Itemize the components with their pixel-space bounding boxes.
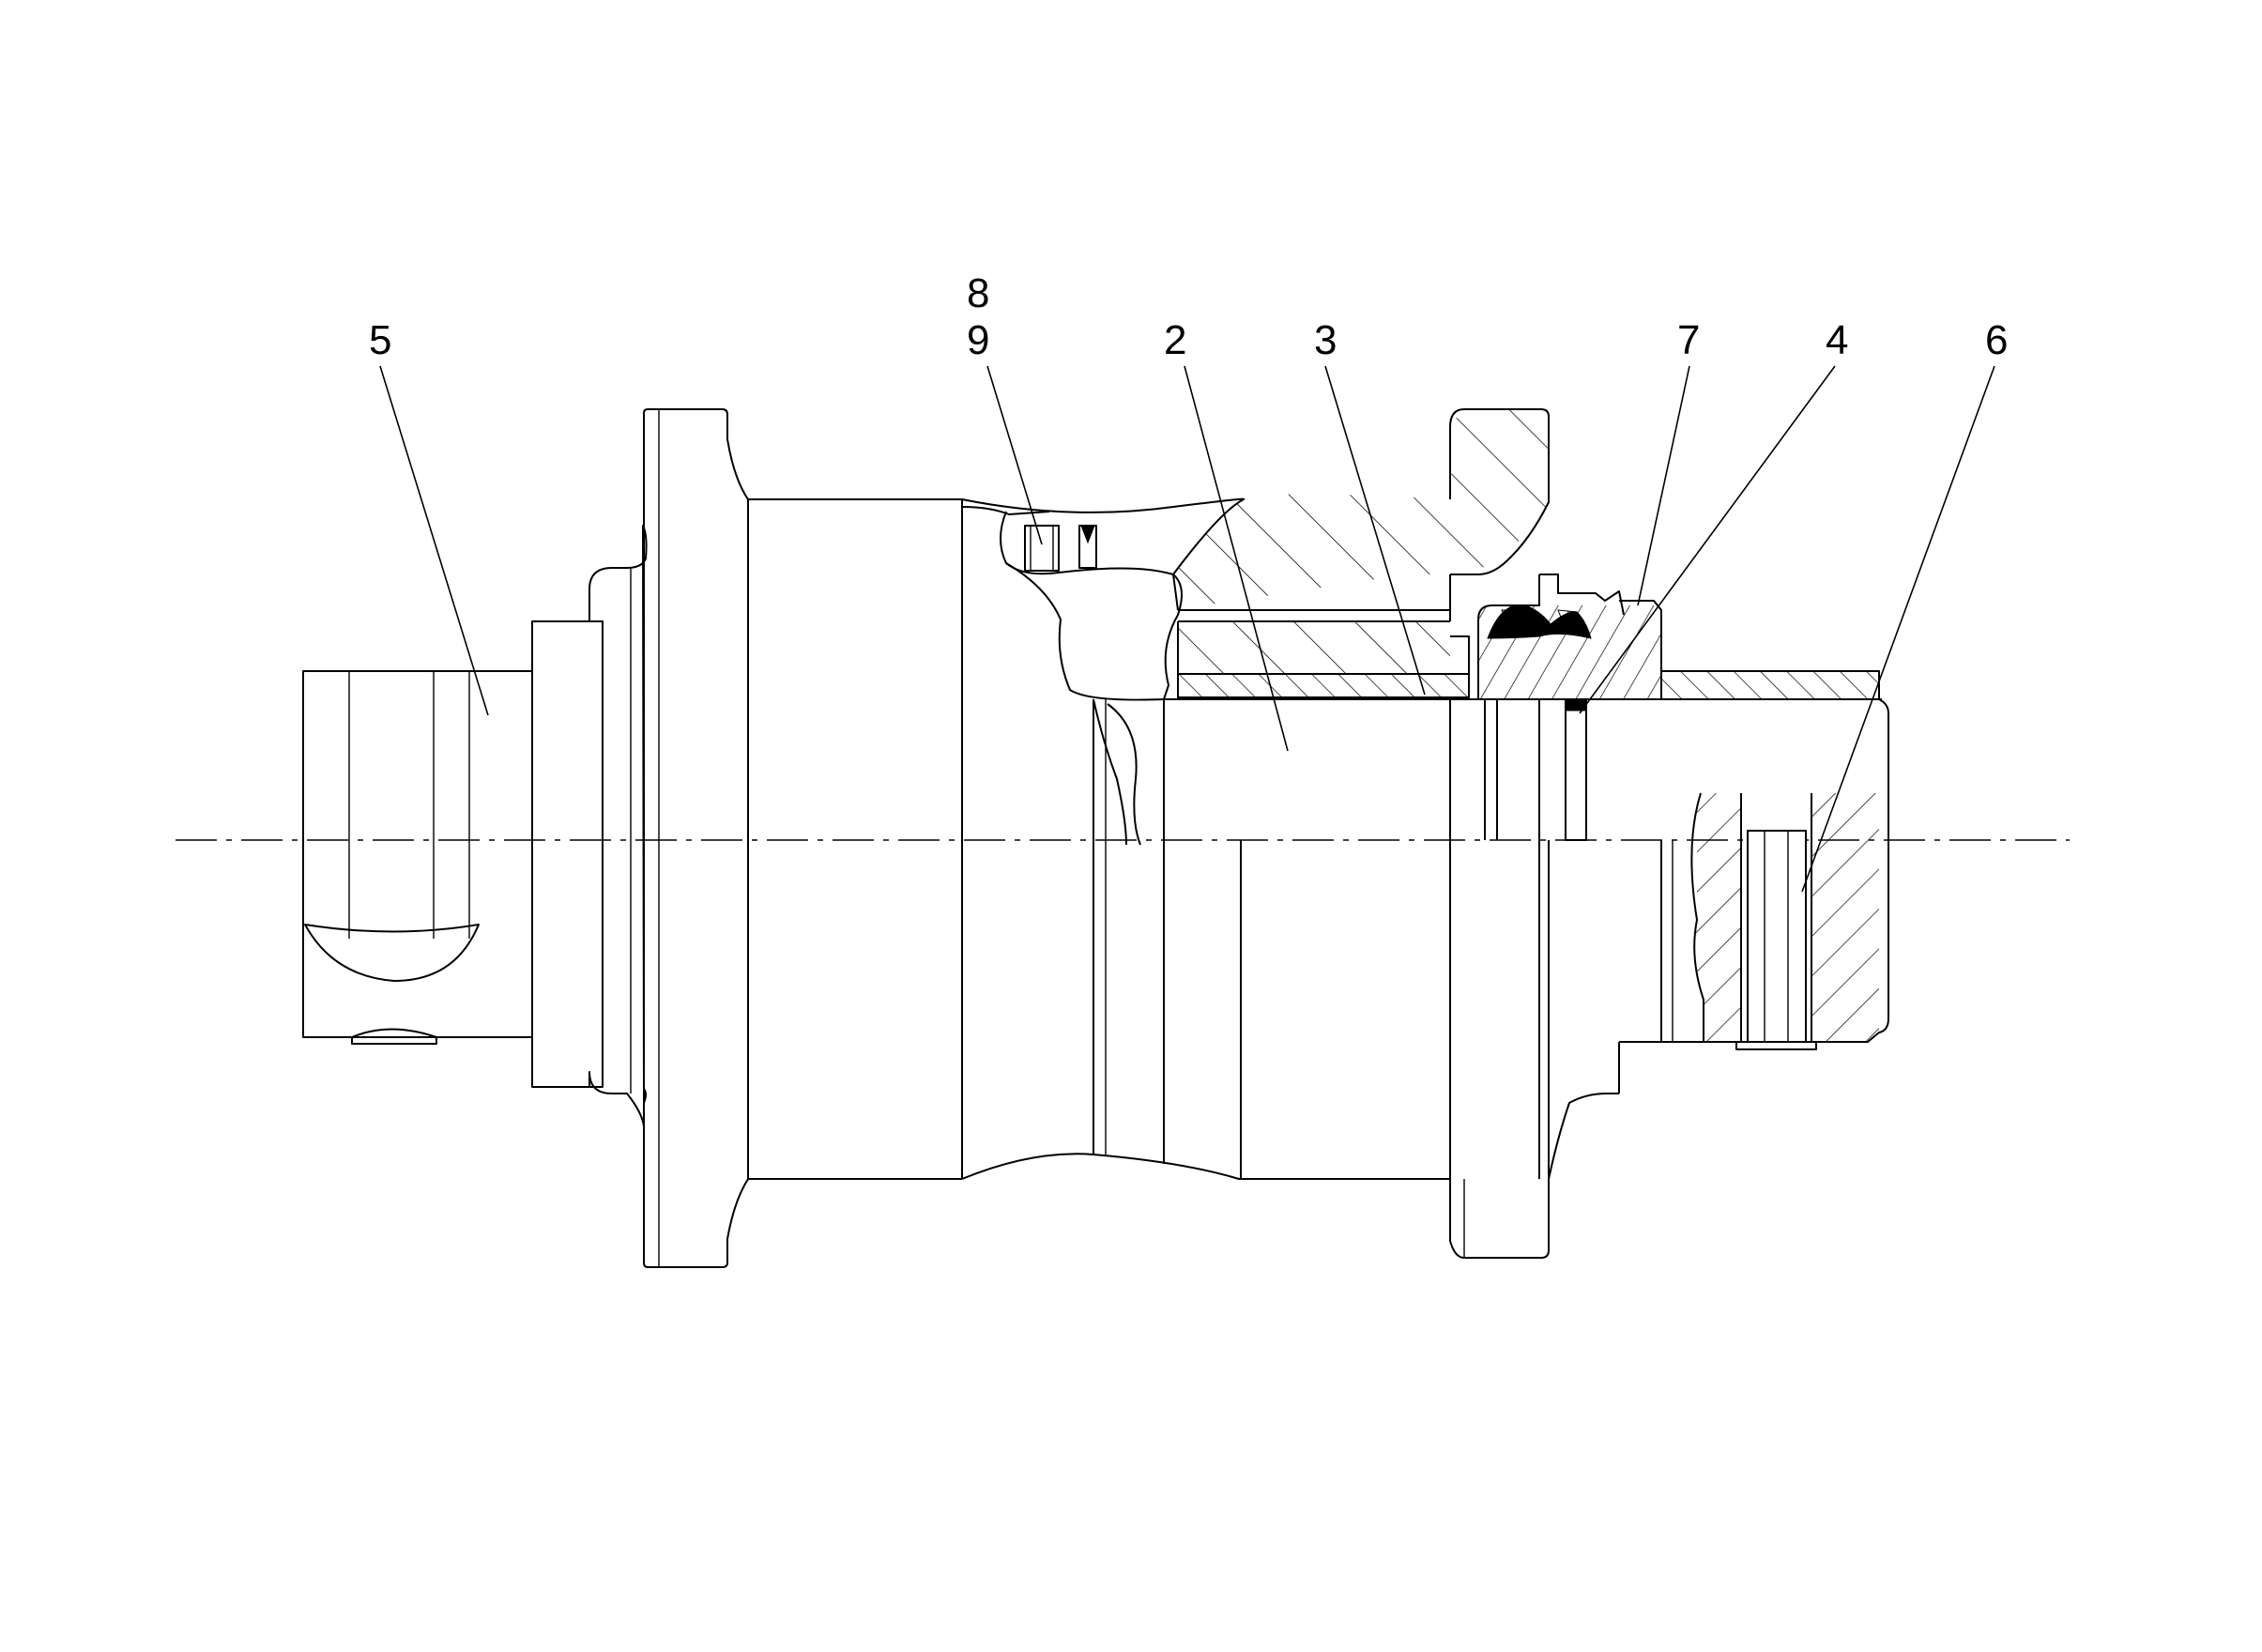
bushing-part-3 [1164, 621, 1502, 700]
callout-2: 2 [1164, 317, 1186, 363]
left-hub [588, 525, 648, 1127]
leader-lines [379, 365, 1995, 893]
callout-3: 3 [1314, 317, 1337, 363]
callout-5: 5 [369, 317, 391, 363]
broken-out-section [961, 506, 1183, 846]
left-flange [643, 408, 749, 1268]
roller-body [748, 497, 1451, 1180]
callout-8: 8 [967, 270, 989, 316]
right-flange [1449, 699, 1619, 1259]
retainer-part-4 [1565, 698, 1587, 841]
left-shaft-end [302, 620, 604, 1088]
shaft-part-2 [1163, 699, 1498, 840]
callout-9: 9 [967, 317, 989, 363]
right-shaft-end [1586, 670, 1889, 1094]
callout-labels: 5 8 9 2 3 7 4 6 [369, 270, 2008, 363]
hatched-roller-wall [1172, 408, 1550, 622]
callout-6: 6 [1985, 317, 2008, 363]
seal-assembly-part-7 [1477, 574, 1662, 700]
callout-4: 4 [1826, 317, 1848, 363]
callout-7: 7 [1677, 317, 1700, 363]
